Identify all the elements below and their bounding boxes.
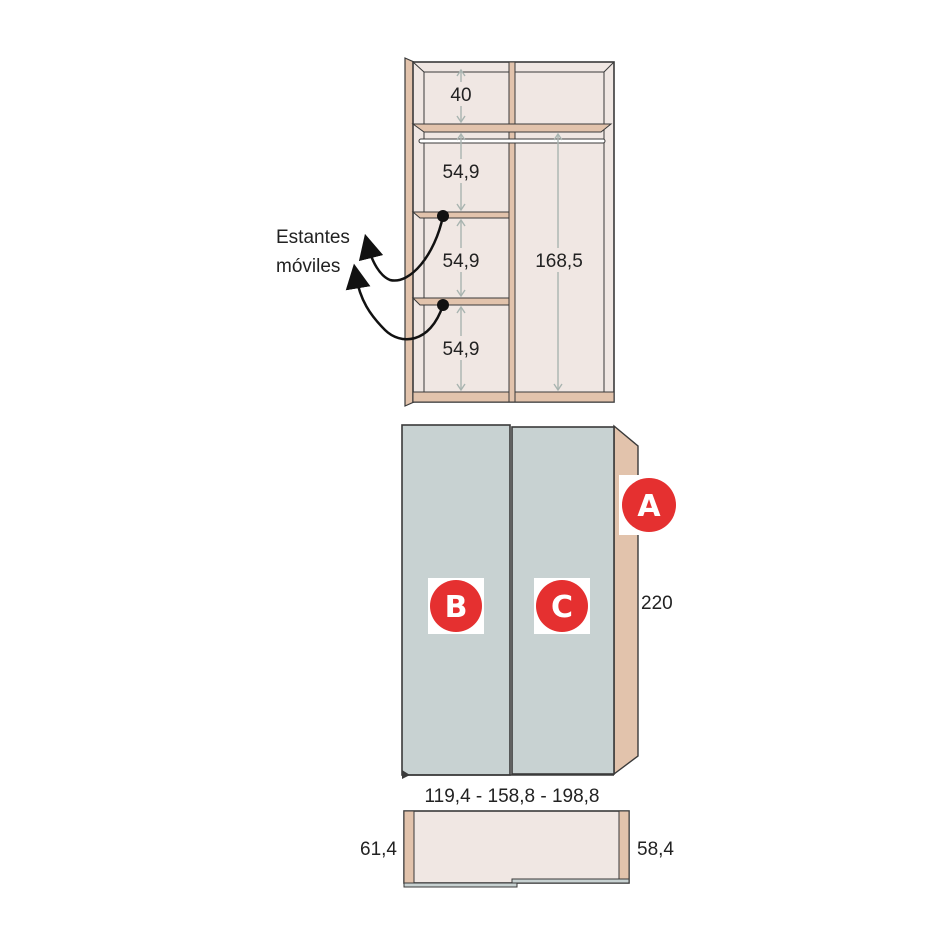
- interior-view: 40 54,9 54,9 54,9 168,5 Estantes móviles: [276, 57, 615, 407]
- callout-label-line2: móviles: [276, 256, 340, 277]
- hanging-rail: [418, 138, 606, 144]
- dim-top-compartment: 40: [450, 85, 471, 106]
- dim-width-options: 119,4 - 158,8 - 198,8: [425, 786, 600, 807]
- badge-b: B: [445, 590, 468, 625]
- badge-c: C: [551, 590, 573, 625]
- badge-b-circle: [430, 580, 482, 632]
- dim-left-compartment-2: 54,9: [443, 251, 480, 272]
- dim-depth-left: 61,4: [360, 839, 397, 860]
- callout-arrow-1: [358, 215, 445, 282]
- plan-door-right: [511, 878, 630, 884]
- front-view: A B C 220 119,4 - 158,8 - 198,8: [401, 424, 679, 807]
- badge-c-circle: [536, 580, 588, 632]
- plan-door-left: [403, 882, 518, 888]
- dim-left-compartment-1: 54,9: [443, 162, 480, 183]
- dim-left-compartment-3: 54,9: [443, 339, 480, 360]
- dim-height: 220: [641, 593, 673, 614]
- badge-a: A: [637, 489, 661, 524]
- plan-view: 61,4 58,4: [360, 810, 674, 888]
- movable-shelf-1: [411, 211, 510, 219]
- plan-right-panel: [618, 810, 630, 884]
- plan-left-panel: [403, 810, 415, 884]
- top-shelf: [411, 123, 613, 133]
- dim-right-compartment: 168,5: [535, 251, 583, 272]
- movable-shelf-2: [411, 297, 510, 306]
- badge-a-circle: [622, 478, 676, 532]
- dim-depth-right: 58,4: [637, 839, 674, 860]
- callout-label-line1: Estantes: [276, 227, 350, 248]
- plan-body: [403, 810, 630, 884]
- central-divider: [508, 61, 516, 403]
- callout-arrow-2: [345, 263, 445, 341]
